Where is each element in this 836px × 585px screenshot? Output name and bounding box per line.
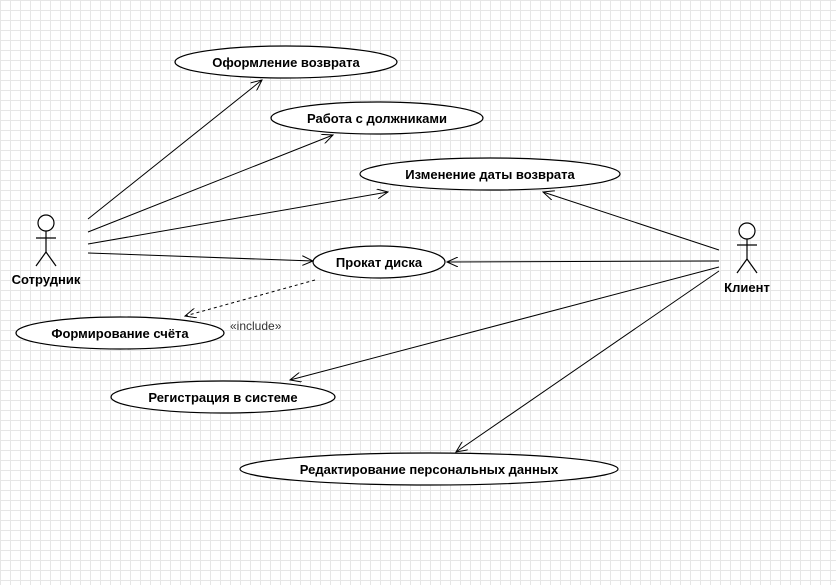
use-case-ellipse — [15, 316, 225, 350]
use-case-ellipse — [312, 245, 446, 279]
use-case-ellipse — [239, 452, 619, 486]
use-case-label: Оформление возврата — [212, 55, 360, 70]
use-case-label: Работа с должниками — [307, 111, 447, 126]
assoc-client-registration[interactable] — [290, 266, 720, 380]
assoc-employee-debtors[interactable] — [87, 135, 333, 233]
assoc-employee-return-processing[interactable] — [87, 80, 262, 220]
use-case-label: Формирование счёта — [51, 326, 189, 341]
use-case-ellipse — [270, 101, 484, 135]
use-case-return-processing[interactable]: Оформление возврата — [174, 45, 398, 79]
use-case-label: Прокат диска — [336, 255, 423, 270]
use-case-registration[interactable]: Регистрация в системе — [110, 380, 336, 414]
assoc-client-change-return-date[interactable] — [543, 192, 720, 251]
client-associations — [290, 192, 720, 452]
assoc-employee-disc-rental[interactable] — [87, 252, 313, 261]
use-case-change-return-date[interactable]: Изменение даты возврата — [359, 157, 621, 191]
assoc-employee-change-return-date[interactable] — [87, 192, 388, 245]
use-case-label: Регистрация в системе — [148, 390, 297, 405]
actor-client[interactable]: Клиент — [724, 222, 770, 295]
use-case-label: Изменение даты возврата — [405, 167, 575, 182]
actor-employee[interactable]: Сотрудник — [12, 214, 81, 287]
actor-label: Сотрудник — [12, 272, 81, 287]
use-case-ellipse — [110, 380, 336, 414]
use-case-invoice[interactable]: Формирование счёта — [15, 316, 225, 350]
use-case-label: Редактирование персональных данных — [300, 462, 559, 477]
stick-figure-icon — [35, 214, 57, 267]
use-case-debtors[interactable]: Работа с должниками — [270, 101, 484, 135]
include-stereotype: «include» — [230, 319, 282, 333]
assoc-client-disc-rental[interactable] — [447, 261, 720, 262]
employee-associations — [87, 80, 388, 261]
use-case-ellipse — [174, 45, 398, 79]
actor-label: Клиент — [724, 280, 770, 295]
assoc-client-edit-personal-data[interactable] — [456, 270, 720, 452]
include-dependency[interactable] — [185, 279, 316, 316]
stick-figure-icon — [736, 222, 758, 274]
use-case-ellipse — [359, 157, 621, 191]
use-case-edit-personal-data[interactable]: Редактирование персональных данных — [239, 452, 619, 486]
use-case-disc-rental[interactable]: Прокат диска — [312, 245, 446, 279]
